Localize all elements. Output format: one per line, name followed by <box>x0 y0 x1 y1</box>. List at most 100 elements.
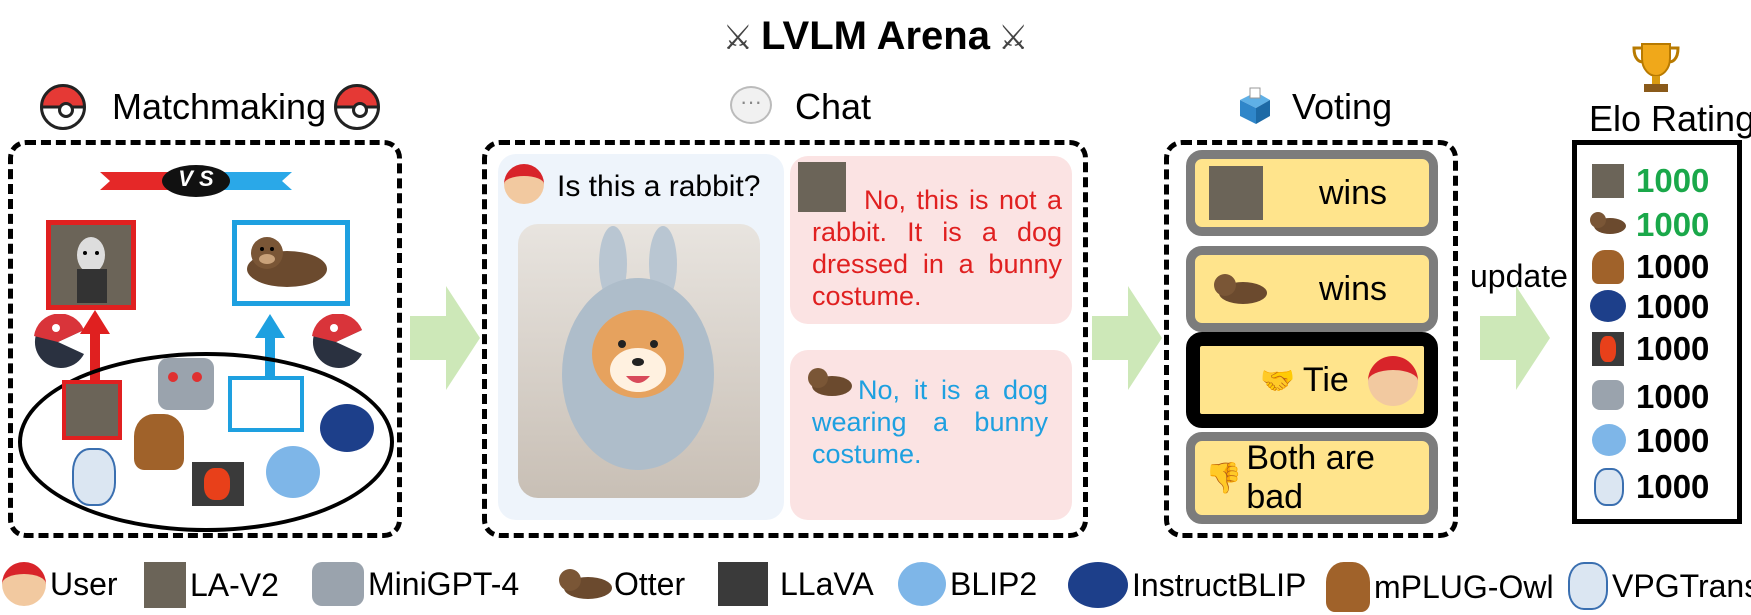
pool-robot-icon <box>158 358 214 410</box>
user-avatar-icon <box>1368 356 1418 406</box>
vote-label: wins <box>1319 173 1388 212</box>
legend-label: Otter <box>614 565 686 602</box>
model-pool <box>18 352 394 532</box>
vote-tie-button[interactable]: 🤝 Tie <box>1186 332 1438 428</box>
flow-arrow <box>410 286 480 390</box>
llama-icon <box>1209 166 1263 220</box>
otter-icon <box>247 237 327 287</box>
elo-value: 1000 <box>1636 422 1710 459</box>
pool-owl-icon <box>134 414 184 470</box>
vpgtrans-icon <box>1568 562 1608 610</box>
otter-icon <box>559 569 612 599</box>
legend-label: mPLUG-Owl <box>1374 568 1554 605</box>
elo-value: 1000 <box>1636 330 1710 367</box>
page-title: ⚔LVLM Arena⚔ <box>722 14 1029 58</box>
legend-label: LLaVA <box>780 565 874 602</box>
pool-vpgtrans-icon <box>72 448 116 506</box>
legend-item-mplug-owl: mPLUG-Owl <box>1326 562 1554 612</box>
llama-icon <box>77 237 107 303</box>
section-title-chat: Chat <box>795 86 872 127</box>
otter-icon <box>1214 274 1267 304</box>
elo-vpgtrans-icon <box>1594 468 1624 506</box>
elo-value: 1000 <box>1636 248 1710 285</box>
llama-icon <box>144 562 186 608</box>
legend-label: User <box>50 565 118 602</box>
pokeball-icon <box>334 84 380 130</box>
instructblip-icon <box>1068 562 1128 608</box>
llava-icon <box>718 562 768 606</box>
legend-item-user: User <box>2 562 118 606</box>
pool-llava-icon <box>192 462 244 506</box>
dog-bunny-photo <box>518 224 760 498</box>
owl-icon <box>1326 562 1370 612</box>
elo-llava-icon <box>1592 332 1624 366</box>
elo-value: 1000 <box>1636 206 1710 243</box>
vote-label: wins <box>1319 269 1388 308</box>
elo-value: 1000 <box>1636 162 1710 199</box>
elo-blip2-icon <box>1592 424 1626 456</box>
model-b-reply: No, it is a dog wearing a bunny costume. <box>812 375 1048 469</box>
vote-model-a-wins-button[interactable]: wins <box>1186 150 1438 236</box>
elo-panel <box>1572 140 1742 524</box>
handshake-icon: 🤝 <box>1260 364 1295 396</box>
selection-arrowhead-red <box>80 310 110 334</box>
legend-item-otter: Otter <box>554 562 685 606</box>
vote-both-bad-button[interactable]: 👎 Both are bad <box>1186 432 1438 524</box>
elo-owl-icon <box>1592 250 1624 284</box>
vs-label: V S <box>178 166 214 191</box>
user-avatar-icon <box>504 164 544 204</box>
pool-instructblip-icon <box>320 404 374 452</box>
legend-item-llava: LLaVA <box>718 562 874 606</box>
crossed-swords-icon: ⚔ <box>997 19 1029 57</box>
section-title-elo: Elo Rating <box>1589 98 1751 139</box>
legend-item-instructblip: InstructBLIP <box>1068 562 1306 608</box>
legend-item-la-v2: LA-V2 <box>144 562 279 608</box>
ballot-box-icon <box>1240 87 1270 124</box>
vote-label: Both are bad <box>1246 439 1375 516</box>
chomper-icon <box>34 314 84 368</box>
legend-label: LA-V2 <box>190 566 279 603</box>
elo-llama-icon <box>1592 164 1624 198</box>
chomper-icon <box>312 314 362 368</box>
model-a-reply: No, this is not a rabbit. It is a dog dr… <box>812 185 1062 311</box>
user-question: Is this a rabbit? <box>557 170 761 203</box>
voting-panel <box>1164 140 1458 538</box>
matchmaking-panel <box>8 140 402 538</box>
dog-in-bunny-costume-image <box>562 226 714 470</box>
elo-otter-icon <box>1590 212 1626 234</box>
trophy-icon <box>1632 43 1680 92</box>
blip2-icon <box>898 562 946 606</box>
model-a-selected-llama <box>46 220 136 310</box>
vote-label: Tie <box>1302 360 1349 399</box>
robot-icon <box>312 562 364 606</box>
flow-arrow <box>1480 286 1550 390</box>
section-title-matchmaking: Matchmaking <box>112 86 327 127</box>
legend-label: BLIP2 <box>950 565 1038 602</box>
elo-robot-icon <box>1592 380 1624 410</box>
crossed-swords-icon: ⚔ <box>722 19 754 57</box>
legend-label: InstructBLIP <box>1132 566 1307 603</box>
legend-item-minigpt4: MiniGPT-4 <box>312 562 519 606</box>
otter-avatar-icon <box>804 364 854 400</box>
elo-instructblip-icon <box>1590 290 1626 322</box>
elo-value: 1000 <box>1636 468 1710 505</box>
vs-banner <box>100 165 292 197</box>
selection-arrowhead-blue <box>255 314 285 338</box>
pokeball-icon <box>40 84 86 130</box>
thumbs-down-icon: 👎 <box>1205 461 1243 495</box>
update-label: update <box>1470 258 1568 294</box>
elo-value: 1000 <box>1636 288 1710 325</box>
chat-bubble-icon: ··· <box>730 86 772 124</box>
section-title-voting: Voting <box>1292 86 1393 127</box>
pool-otter-icon <box>228 376 304 432</box>
legend-label: MiniGPT-4 <box>368 565 520 602</box>
pool-blip2-icon <box>266 446 320 498</box>
legend-item-vpgtrans: VPGTrans <box>1568 562 1751 610</box>
legend-item-blip2: BLIP2 <box>898 562 1037 606</box>
vote-model-b-wins-button[interactable]: wins <box>1186 246 1438 332</box>
elo-value: 1000 <box>1636 378 1710 415</box>
legend-label: VPGTrans <box>1612 567 1751 604</box>
flow-arrow <box>1092 286 1162 390</box>
pool-llama-icon <box>62 380 122 440</box>
chat-panel <box>482 140 1088 538</box>
